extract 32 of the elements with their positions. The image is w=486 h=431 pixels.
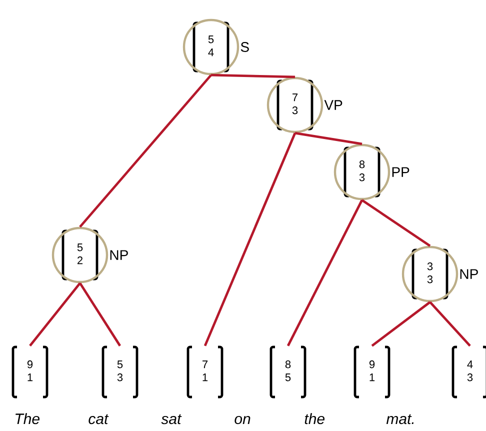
- edge: [294, 132, 362, 146]
- node-label: NP: [460, 269, 478, 279]
- word-label: sat: [161, 414, 182, 424]
- vector-node: 8 3: [334, 144, 390, 200]
- node-label: PP: [392, 167, 410, 177]
- edge: [210, 74, 296, 78]
- vector-leaf: 9 1: [354, 346, 390, 398]
- edge: [361, 199, 431, 247]
- vector-leaf: 4 3: [452, 346, 486, 398]
- node-label: NP: [110, 250, 128, 260]
- vector-leaf: 5 3: [102, 346, 138, 398]
- edge: [371, 301, 431, 347]
- edge: [204, 132, 296, 346]
- node-label: S: [240, 42, 249, 52]
- word-label: on: [234, 416, 250, 424]
- vector-leaf: 7 1: [186, 346, 224, 398]
- vector-node: 5 2: [52, 226, 108, 284]
- vector-node: 7 3: [266, 76, 324, 134]
- vector-node: 5 4: [182, 18, 240, 76]
- node-label: VP: [324, 100, 342, 110]
- word-label: cat: [88, 414, 109, 424]
- word-label: mat.: [386, 414, 414, 424]
- edge: [429, 301, 471, 347]
- word-label: The: [16, 413, 40, 424]
- vector-leaf: 9 1: [12, 346, 48, 398]
- edge: [79, 74, 212, 228]
- vector-node: 3 3: [402, 246, 458, 302]
- edge: [29, 282, 81, 347]
- vector-leaf: 8 5: [270, 346, 306, 398]
- edge: [286, 200, 364, 346]
- word-label: the: [304, 413, 324, 424]
- edge: [79, 282, 122, 346]
